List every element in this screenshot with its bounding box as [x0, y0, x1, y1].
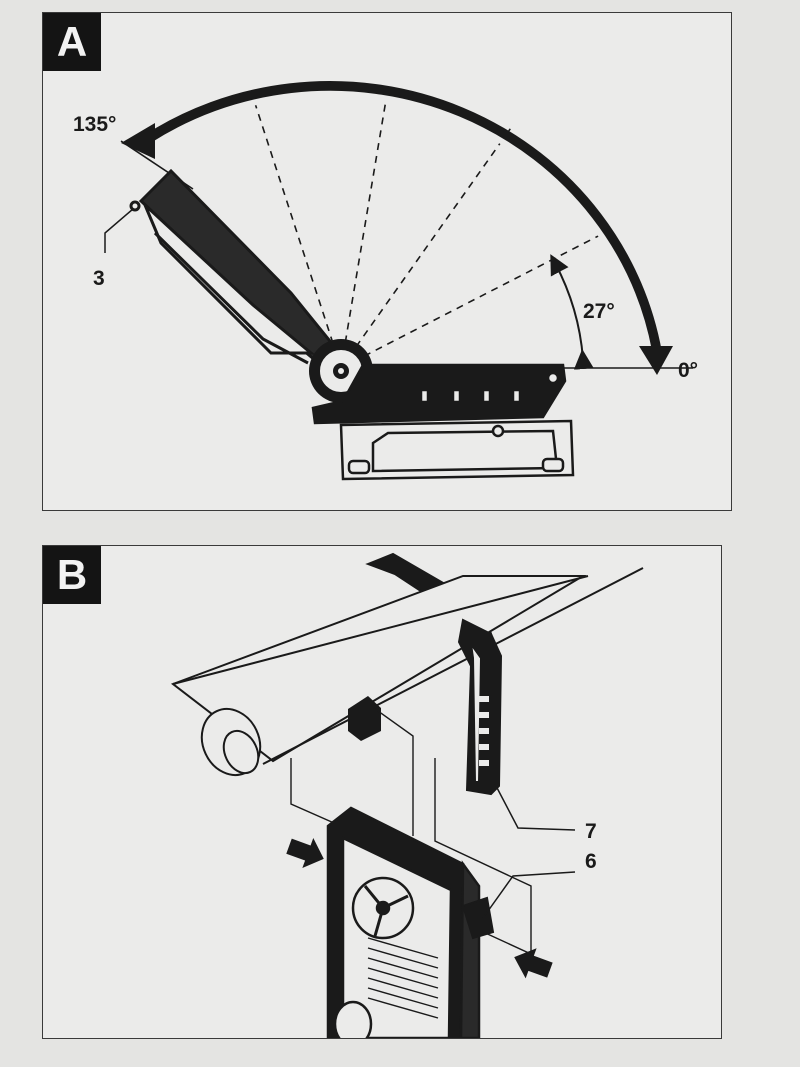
callout-6-leader: [482, 871, 576, 919]
strap-holes: [479, 696, 489, 766]
rotation-arc-arrow: [144, 80, 662, 355]
mounting-pipe: [170, 567, 644, 777]
figure-a-panel: A: [42, 12, 732, 511]
rotation-arc-inner: [151, 90, 652, 352]
callout-3-leader: [104, 208, 134, 253]
angle-label-27: 27°: [583, 300, 615, 323]
lamp-head: [129, 168, 341, 367]
figure-b-diagram: 7 6: [170, 552, 644, 1038]
push-arrow-right: [514, 948, 553, 979]
callout-label-7: 7: [585, 820, 597, 843]
strap-7: [457, 618, 503, 796]
figure-a-tag: A: [43, 13, 101, 71]
hook-6: [461, 896, 495, 940]
arc-arrowhead-start: [121, 123, 155, 159]
callout-7-leader: [494, 783, 576, 831]
tilt-angle-arc: [550, 254, 594, 370]
angle-label-0: 0°: [678, 359, 698, 382]
figure-b-tag: B: [43, 546, 101, 604]
figure-a-diagram: 135° 0° 27° 3: [73, 80, 698, 481]
angle-rays: [250, 87, 609, 369]
push-arrow-left: [286, 837, 324, 869]
figure-b-panel: B: [42, 545, 722, 1039]
angle-label-135: 135°: [73, 113, 116, 136]
callout-label-3: 3: [93, 267, 105, 290]
arc-arrowhead-end: [639, 346, 673, 375]
lamp-base: [311, 363, 575, 481]
callout-label-6: 6: [585, 850, 597, 873]
part-3-marker: [129, 200, 141, 212]
lamp-body: [326, 806, 481, 1038]
